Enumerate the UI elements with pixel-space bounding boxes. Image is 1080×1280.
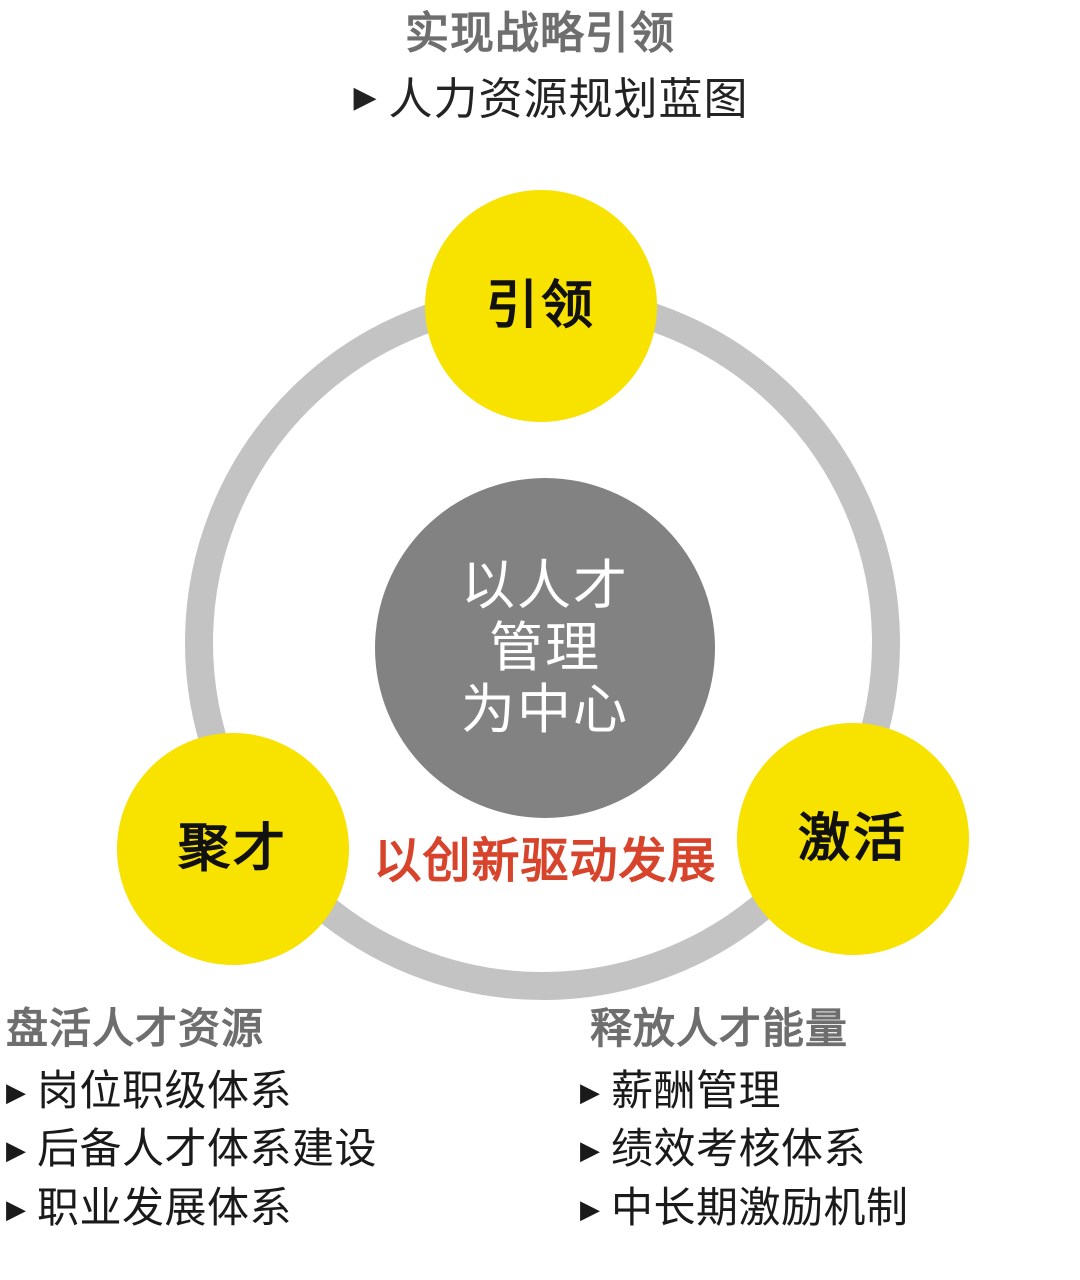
node-lead-label: 引领 <box>485 277 596 335</box>
center-label-line-1: 以人才 <box>461 555 629 616</box>
center-circle-node: 以人才 管理 为中心 <box>375 478 715 818</box>
node-activate: 激活 <box>737 723 969 955</box>
column-release-talent: 释放人才能量 ▶ 薪酬管理 ▶ 绩效考核体系 ▶ 中长期激励机制 <box>560 1000 1080 1280</box>
page-title: 实现战略引领 <box>405 9 675 58</box>
list-item-label: 岗位职级体系 <box>37 1067 293 1114</box>
list-item: ▶ 岗位职级体系 <box>6 1067 520 1114</box>
node-gather: 聚才 <box>117 733 349 965</box>
blueprint-subtitle: 人力资源规划蓝图 <box>388 75 749 124</box>
column-gather-talent: 盘活人才资源 ▶ 岗位职级体系 ▶ 后备人才体系建设 ▶ 职业发展体系 <box>0 1000 520 1280</box>
node-lead: 引领 <box>425 190 657 422</box>
center-label-line-2: 管理 <box>489 617 601 678</box>
list-item-label: 后备人才体系建设 <box>37 1125 378 1173</box>
triangle-bullet-icon: ▶ <box>6 1077 26 1107</box>
innovation-tagline: 以创新驱动发展 <box>373 835 717 888</box>
list-item-label: 中长期激励机制 <box>611 1183 909 1231</box>
node-gather-label: 聚才 <box>177 820 288 878</box>
triangle-bullet-icon: ▶ <box>6 1193 26 1224</box>
top-header-block: 实现战略引领 ▶ 人力资源规划蓝图 <box>0 0 1080 122</box>
list-item: ▶ 后备人才体系建设 <box>6 1125 520 1173</box>
list-item-label: 绩效考核体系 <box>611 1125 867 1173</box>
list-item: ▶ 中长期激励机制 <box>580 1183 1080 1231</box>
triangle-bullet-icon: ▶ <box>6 1135 26 1166</box>
column-gather-talent-heading: 盘活人才资源 <box>6 1005 265 1052</box>
triangle-bullet-icon: ▶ <box>353 81 377 114</box>
blueprint-subtitle-row: ▶ 人力资源规划蓝图 <box>0 78 1080 122</box>
list-item: ▶ 薪酬管理 <box>580 1067 1080 1114</box>
node-activate-label: 激活 <box>797 810 908 868</box>
list-item-label: 职业发展体系 <box>37 1183 293 1231</box>
column-release-talent-heading: 释放人才能量 <box>590 1005 849 1052</box>
list-item: ▶ 绩效考核体系 <box>580 1125 1080 1173</box>
bottom-columns: 盘活人才资源 ▶ 岗位职级体系 ▶ 后备人才体系建设 ▶ 职业发展体系 释放人才… <box>0 1000 1080 1280</box>
triangle-bullet-icon: ▶ <box>580 1135 600 1166</box>
list-item: ▶ 职业发展体系 <box>6 1183 520 1231</box>
triangle-bullet-icon: ▶ <box>580 1077 600 1107</box>
list-item-label: 薪酬管理 <box>611 1067 782 1114</box>
center-label-line-3: 为中心 <box>461 680 629 741</box>
triangle-bullet-icon: ▶ <box>580 1193 600 1224</box>
